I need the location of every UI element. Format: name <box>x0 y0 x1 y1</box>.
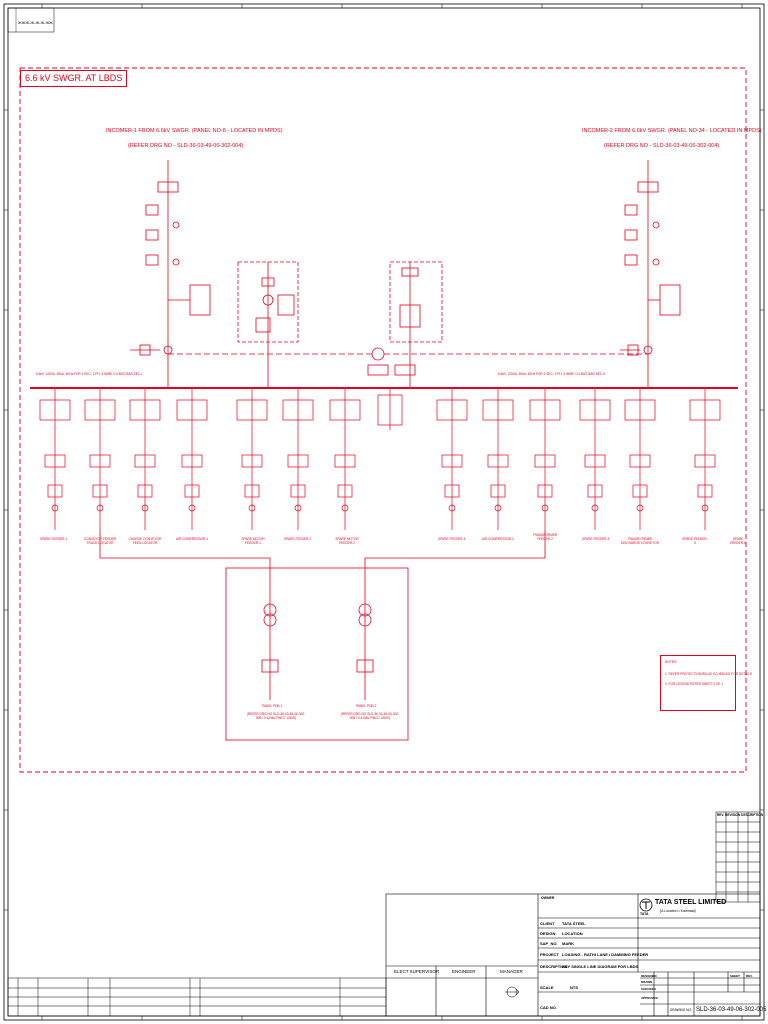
tb-row-label: CLIENT <box>540 921 555 926</box>
section-title: 6.6 kV SWGR. AT LBDS <box>20 70 128 87</box>
centre-cubicle <box>377 388 403 430</box>
north-arrow-icon <box>505 986 520 998</box>
sheet-label: SHEET <box>730 974 741 978</box>
tb-row-label: DESCRIPTION <box>540 964 568 969</box>
checked-label: CHECKED <box>641 987 656 991</box>
drawing-no-label: DRAWING NO. <box>670 1008 692 1012</box>
incomer-2-title: INCOMER-2 FROM 6.6kV SWGR. (PANEL NO-34 … <box>582 128 762 134</box>
tb-row-label: DESIGN <box>540 931 556 936</box>
company-name: TATA STEEL LIMITED <box>655 899 727 906</box>
scale-value: NTS <box>570 985 578 990</box>
outer-border <box>3 3 765 1021</box>
busbar-label-1: 6.6kV, 1250A, 50kA, 60Hz FOR 1 SEC, 3 PH… <box>36 372 143 376</box>
drawn-label: DRAWN <box>641 980 653 984</box>
company-sub: (A Location • Kamnaal) <box>660 909 696 913</box>
tb-row-value: KEY SINGLE LINE DIAGRAM FOR LBDS <box>562 964 639 969</box>
sig-engineer: ENGINEER <box>452 969 476 974</box>
tb-row-value: LOCATION <box>562 931 583 936</box>
transformer-1-label: PANEL PDB-1 <box>262 704 283 708</box>
feeder-label: AIR COMPRESSOR-1 <box>176 537 209 541</box>
transformer-2-ref: (REFER DRG NO SLD-36-03-49-06-302-006 / … <box>340 712 400 720</box>
left-feeder-circuits <box>39 388 361 530</box>
tb-row-label: PROJECT <box>540 952 559 957</box>
incomer-1-ref: (REFER DRG NO - SLD-36-03-49-06-302-004) <box>128 143 244 149</box>
feeder-label: AIR COMPRESSOR-2 <box>482 537 515 541</box>
tb-row-value: MARK <box>562 941 574 946</box>
note-item: 2. FOR LEGEND REFER SHEET 0 OF 1 <box>665 682 724 686</box>
cad-label: CAD NO. <box>540 1005 557 1010</box>
header-code: ЖЖЖ-Ж-Ж-Ж-ЖЖ <box>18 20 53 25</box>
bus-pt-left <box>237 261 299 388</box>
incomer-2-ref: (REFER DRG NO - SLD-36-03-49-06-302-004) <box>604 143 720 149</box>
tata-logo <box>639 898 653 912</box>
sig-manager: MANAGER <box>500 969 523 974</box>
bus-coupler <box>168 261 648 388</box>
feeder-label: SPARE MOTOR FEEDER-2 <box>335 537 359 545</box>
notes-box: NOTES: 1. REFER PROTECTION RELAY SCHEDUL… <box>660 655 752 711</box>
header-code-box <box>7 7 55 33</box>
feeder-label: SPARE FEEDER-4 <box>582 537 610 541</box>
scale-label: SCALE <box>540 985 554 990</box>
feeder-label: CHARGE CONVEYOR FEED LOCATOR <box>128 537 162 545</box>
transformer-2-label: PANEL PDB-2 <box>356 704 377 708</box>
busbar-label-2: 6.6kV, 1250A, 50kA, 60Hz FOR 1 SEC, 3 PH… <box>498 372 606 376</box>
rev-label: REV. <box>746 974 753 978</box>
logo-text: TATA <box>640 912 649 916</box>
approved-label: APPROVED <box>641 996 658 1000</box>
transformer-1-ref: (REFER DRG NO SLD-36-03-49-06-302-005 / … <box>246 712 306 720</box>
right-feeder-circuits <box>436 388 721 530</box>
incomer-1-circuit <box>130 160 211 388</box>
sig-elect-supervisor: ELECT SUPERVISOR <box>394 969 440 974</box>
inner-border <box>7 7 761 1017</box>
drawing-number: SLD-36-03-49-06-302-005 <box>696 1007 767 1013</box>
revision-table-title: REV. REVISION DESCRIPTION <box>717 813 763 817</box>
designed-label: DESIGNED <box>641 974 657 978</box>
notes-title: NOTES: <box>665 660 677 664</box>
feeder-label: SPARE FEEDER-1 <box>40 537 68 541</box>
grid-ticks <box>4 4 764 1020</box>
feeder-label: TRANSFORMER DISCHARGE CONVEYOR <box>620 537 660 545</box>
incomer-1-title: INCOMER-1 FROM 6.6kV SWGR. (PANEL NO-8 -… <box>106 128 283 134</box>
feeder-label: CONVEYOR FEEDER TRACK LOCATOR <box>83 537 117 545</box>
tb-row-value: LOADING - RATHI LANE / DAMMING FEEDER <box>562 952 649 957</box>
switchgear-boundary <box>19 67 747 773</box>
feeder-label: SPARE FEEDER-5 <box>682 537 708 545</box>
feeder-label: SPARE FEEDER-2 <box>284 537 312 541</box>
note-item: 1. REFER PROTECTION RELAY SCHEDULE FOR D… <box>665 672 752 676</box>
feeder-label: SPARE FEEDER-3 <box>438 537 466 541</box>
feeder-label: TRANSFORMER FEEDER-2 <box>532 533 558 541</box>
owner-label: OWNER <box>541 896 555 900</box>
tb-row-value: TATA STEEL <box>562 921 586 926</box>
revision-table <box>715 811 761 903</box>
tb-row-label: SAP_NO. <box>540 941 558 946</box>
title-block-frame <box>385 893 761 1017</box>
transformer-feeds <box>99 530 546 741</box>
feeder-label: SPARE MOTOR FEEDER-1 <box>241 537 265 545</box>
feeder-label: SPARE FEEDER-6 <box>730 537 746 545</box>
revision-strip <box>7 977 387 1017</box>
